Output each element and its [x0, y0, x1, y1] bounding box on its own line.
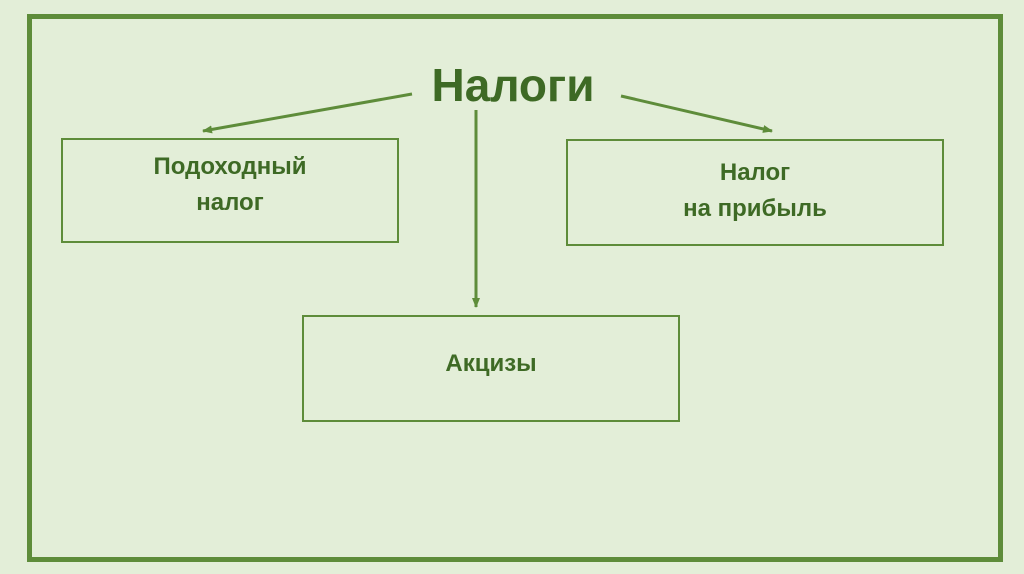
node-profit-tax-line-2: на прибыль: [683, 194, 827, 222]
node-excise: Акцизы: [302, 315, 680, 422]
node-profit-tax: Налог на прибыль: [566, 139, 944, 246]
node-income-tax-line-2: налог: [196, 188, 264, 216]
node-income-tax: Подоходный налог: [61, 138, 399, 243]
diagram-title: Налоги: [431, 59, 595, 111]
node-excise-label: Акцизы: [445, 346, 536, 382]
arrow-to-right-node: [620, 94, 773, 133]
slide-frame: [27, 14, 1003, 562]
node-profit-tax-line-1: Налог: [719, 158, 791, 186]
node-income-tax-line-1: Подоходный: [153, 152, 307, 180]
node-income-tax-label: Подоходный налог: [154, 149, 307, 221]
node-excise-line-1: Акцизы: [445, 349, 537, 377]
arrow-to-left-node: [202, 92, 413, 134]
node-profit-tax-label: Налог на прибыль: [683, 155, 827, 227]
